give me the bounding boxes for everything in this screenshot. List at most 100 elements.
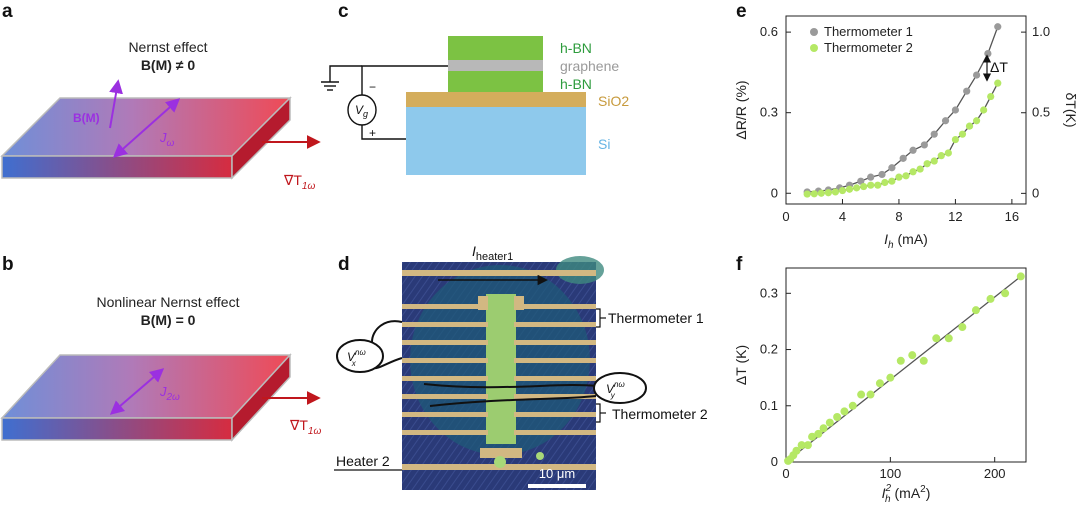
vx-meter: [336, 339, 384, 373]
data-point-f: [825, 418, 834, 427]
legend-marker-e-2: [810, 44, 818, 52]
data-point-f: [896, 356, 905, 365]
data-point-e-2: [965, 122, 974, 130]
data-points-e: [803, 23, 1002, 198]
slab-front: [1, 155, 233, 179]
data-point-f: [840, 407, 849, 416]
thermometer2-label: Thermometer 2: [612, 406, 708, 422]
x-tick-label-e: 8: [895, 209, 902, 224]
data-point-e-1: [909, 146, 917, 154]
data-point-f: [1001, 289, 1010, 298]
panel-b-condition: B(M) = 0: [141, 312, 196, 328]
panel-a-condition: B(M) ≠ 0: [141, 57, 196, 73]
y-tick-label-e: 0.3: [760, 105, 778, 120]
xlabel-e: Ih (mA): [884, 231, 928, 251]
data-point-e-1: [920, 141, 928, 149]
data-point-e-2: [881, 178, 889, 187]
heater-current-label: Iheater1: [472, 243, 513, 263]
data-point-e-1: [972, 71, 981, 79]
wire-si: [361, 125, 406, 140]
current-label-b: J2ω: [159, 384, 180, 403]
wire-ground: [329, 65, 362, 82]
data-point-e-1: [899, 154, 907, 162]
thermometer1-label: Thermometer 1: [608, 310, 704, 326]
plot-frame-e: [785, 15, 1027, 205]
x-tick-label-f: 100: [879, 466, 901, 481]
slab-front-b: [1, 417, 233, 441]
data-point-e-2: [902, 172, 910, 180]
panel-b: b Nonlinear Nernst effect B(M) = 0 J2ω ∇…: [0, 254, 321, 442]
label-sio2: SiO2: [598, 93, 629, 109]
current-label-a: Jω: [159, 130, 175, 149]
plot-frame-f: [785, 267, 1027, 463]
legend-label-e-1: Thermometer 1: [824, 24, 913, 39]
panel-b-title: Nonlinear Nernst effect: [97, 294, 240, 310]
data-point-f: [971, 306, 980, 315]
data-point-e-1: [867, 173, 875, 181]
legend-marker-e-1: [810, 28, 818, 36]
data-point-e-2: [838, 186, 847, 195]
data-point-e-2: [958, 130, 967, 138]
data-point-f: [819, 424, 828, 433]
data-point-e-2: [930, 157, 938, 165]
hbn-top-layer: [448, 36, 543, 60]
data-point-f: [833, 413, 842, 422]
panel-a: a Nernst effect B(M) ≠ 0 B(M) Jω ∇T1ω: [0, 1, 321, 192]
data-point-f: [958, 323, 967, 332]
hbn-flake: [486, 294, 516, 444]
data-point-f: [848, 401, 857, 410]
data-point-f: [808, 432, 817, 441]
panel-d: d: [334, 243, 708, 490]
gate-label: Vg: [355, 103, 368, 119]
data-point-e-1: [930, 130, 938, 138]
y-tick-label-e: 0: [771, 185, 778, 200]
data-point-f: [919, 356, 928, 365]
data-point-e-2: [972, 117, 981, 125]
hbn-bottom-layer: [448, 71, 543, 92]
data-point-e-2: [810, 190, 818, 198]
data-point-e-2: [824, 189, 832, 197]
scale-bar-label: 10 μm: [539, 466, 575, 481]
gate-source-circle: [347, 94, 377, 126]
y-tick-label-f: 0.2: [760, 342, 778, 357]
gradient-label-b: ∇T1ω: [289, 417, 321, 437]
data-point-f: [803, 441, 812, 450]
data-point-f: [857, 390, 866, 399]
x-tick-label-e: 12: [948, 209, 962, 224]
data-point-e-2: [994, 79, 1002, 87]
data-point-e-2: [951, 135, 960, 144]
minus-sign: −: [369, 80, 376, 94]
data-point-e-2: [845, 185, 854, 193]
data-point-e-2: [867, 181, 875, 189]
panel-label-b: b: [2, 254, 14, 275]
ylabel-e: ΔR/R (%): [733, 80, 749, 139]
data-point-f: [866, 390, 875, 399]
data-point-f: [792, 446, 801, 455]
data-point-e-1: [878, 170, 886, 179]
si-layer: [406, 107, 586, 175]
y-tick-label-e: 0.6: [760, 24, 778, 39]
data-point-e-2: [916, 165, 924, 173]
panel-label-f: f: [736, 254, 743, 275]
data-point-e-2: [987, 92, 995, 101]
data-point-e-2: [944, 149, 952, 157]
y-tick-label-f: 0.1: [760, 398, 778, 413]
y2-tick-label-e: 1.0: [1032, 24, 1050, 39]
data-point-e-1: [857, 177, 865, 185]
data-point-e-2: [874, 181, 882, 189]
ylabel-f: ΔT (K): [733, 345, 749, 385]
data-point-f: [944, 334, 953, 343]
thermometer1-bracket: [596, 308, 601, 328]
data-point-e-1: [984, 50, 992, 58]
scale-bar: [528, 484, 586, 488]
plus-sign: +: [369, 126, 376, 140]
data-point-f: [1016, 272, 1025, 281]
data-point-e-1: [888, 164, 896, 172]
